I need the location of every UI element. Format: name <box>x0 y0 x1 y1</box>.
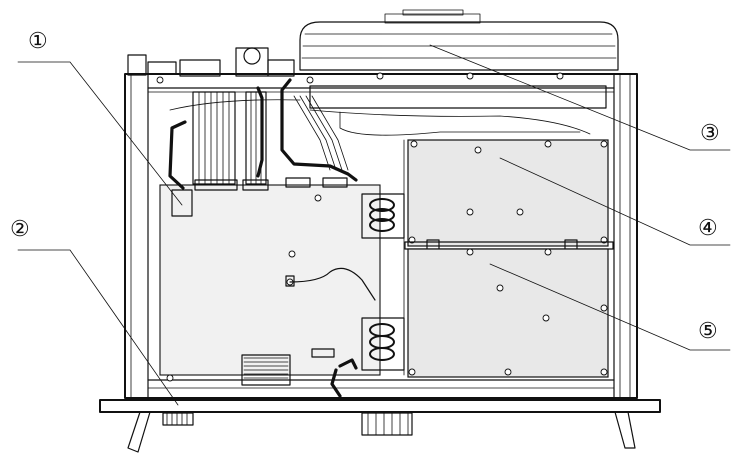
thin-cables <box>169 95 591 171</box>
top-bracket <box>156 72 607 109</box>
callout-2-label: ② <box>10 217 30 242</box>
callout-4-label: ④ <box>698 216 718 241</box>
inductor-upper <box>361 193 405 239</box>
black-cables <box>168 78 358 398</box>
callout-5-label: ⑤ <box>698 319 718 344</box>
module-upper <box>407 139 609 247</box>
top-module <box>299 9 619 71</box>
callout-1-label: ① <box>28 29 48 54</box>
module-lower <box>407 248 609 378</box>
chassis-frame <box>124 73 638 399</box>
callout-3-label: ③ <box>700 121 720 146</box>
rear-connectors <box>127 47 295 77</box>
front-panel <box>99 399 661 453</box>
leader-lines <box>17 44 731 406</box>
main-pcb <box>159 91 381 386</box>
